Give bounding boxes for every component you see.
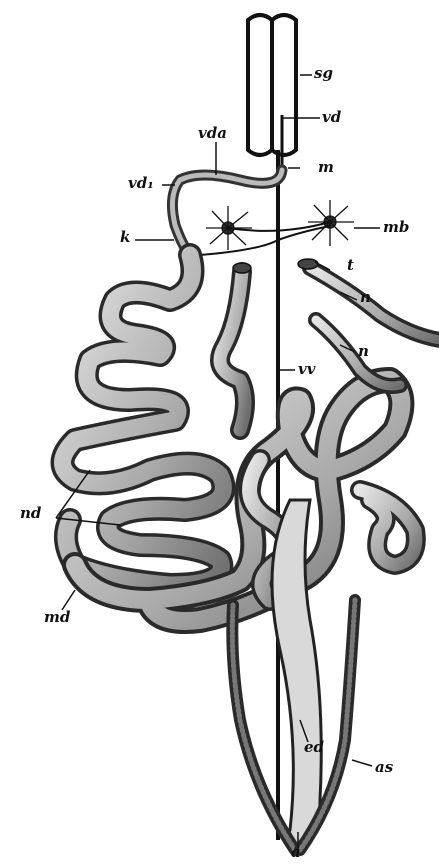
label-m: m	[318, 160, 334, 175]
label-t: t	[347, 258, 354, 273]
label-nd: nd	[20, 506, 41, 521]
label-vd: vd	[322, 110, 341, 125]
label-md: md	[44, 610, 70, 625]
label-n-lower: n	[358, 344, 369, 359]
label-vda: vda	[198, 126, 227, 141]
label-n-upper: n	[360, 290, 371, 305]
label-sg: sg	[314, 66, 333, 81]
label-vv: vv	[298, 362, 315, 377]
label-vd1: vd₁	[128, 176, 154, 191]
label-as: as	[375, 760, 393, 775]
right-tubules	[310, 268, 439, 386]
label-mb: mb	[383, 220, 409, 235]
label-ed: ed	[304, 740, 324, 755]
label-k: k	[120, 230, 130, 245]
seminal-vesicles	[248, 15, 296, 155]
label-a: a	[291, 845, 301, 860]
